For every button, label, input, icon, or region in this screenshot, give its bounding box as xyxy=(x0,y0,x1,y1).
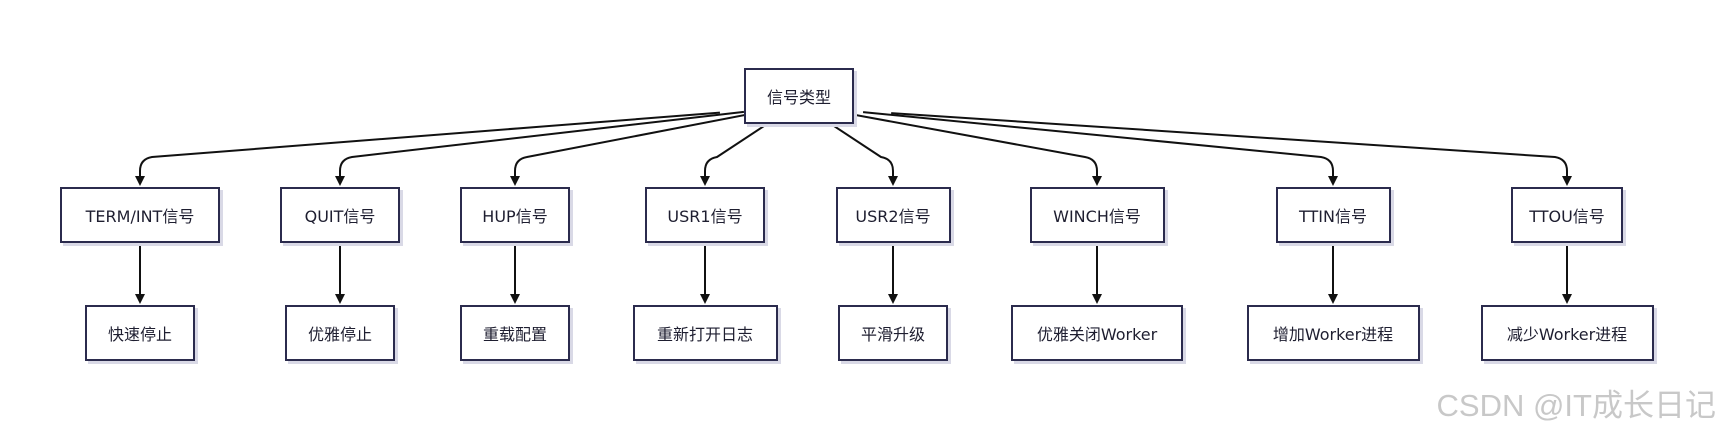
edge-root-to-signal-3 xyxy=(700,109,789,186)
action-node-0: 快速停止 xyxy=(85,305,195,361)
root-node: 信号类型 xyxy=(744,68,854,124)
edge-root-to-signal-6 xyxy=(862,111,1338,186)
signal-node-4: USR2信号 xyxy=(835,187,951,243)
signal-node-5: WINCH信号 xyxy=(1029,187,1165,243)
action-node-6: 增加Worker进程 xyxy=(1246,305,1420,361)
action-node-7: 减少Worker进程 xyxy=(1480,305,1654,361)
watermark: CSDN @IT成长日记 xyxy=(1436,388,1716,423)
edge-root-to-signal-5 xyxy=(834,110,1102,186)
action-node-1: 优雅停止 xyxy=(285,305,395,361)
signal-node-7: TTOU信号 xyxy=(1511,187,1623,243)
edge-root-to-signal-0 xyxy=(135,111,720,186)
action-node-5: 优雅关闭Worker xyxy=(1011,305,1183,361)
edge-root-to-signal-7 xyxy=(891,112,1572,186)
signal-node-3: USR1信号 xyxy=(645,187,765,243)
edge-root-to-signal-1 xyxy=(335,110,745,186)
action-node-4: 平滑升级 xyxy=(838,305,948,361)
signal-node-2: HUP信号 xyxy=(460,187,570,243)
action-node-3: 重新打开日志 xyxy=(632,305,778,361)
action-node-2: 重载配置 xyxy=(460,305,570,361)
edge-root-to-signal-4 xyxy=(809,109,898,186)
signal-node-6: TTIN信号 xyxy=(1275,187,1391,243)
signal-node-1: QUIT信号 xyxy=(280,187,400,243)
edge-root-to-signal-2 xyxy=(510,110,766,186)
signal-node-0: TERM/INT信号 xyxy=(60,187,220,243)
